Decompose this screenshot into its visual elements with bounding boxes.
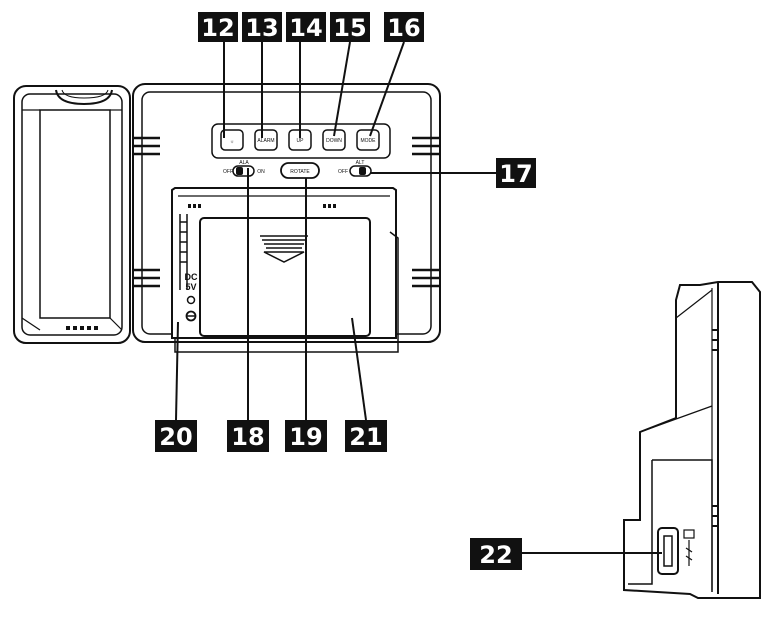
callout-18-text: 18: [231, 423, 264, 451]
alert-switch-off-label: OFF: [338, 169, 348, 175]
alarm-button-label: ALARM: [257, 138, 274, 144]
side-view: [623, 281, 761, 599]
alarm-switch-on-label: ON: [257, 169, 265, 175]
callout-12-text: 12: [201, 14, 234, 42]
callout-18: 18: [227, 420, 269, 452]
callout-14-text: 14: [289, 14, 322, 42]
dc-power-jack[interactable]: DC 5V: [185, 272, 198, 322]
callout-17: 17: [496, 158, 536, 188]
voltage-label: 5V: [185, 282, 196, 292]
callout-16: 16: [384, 12, 424, 42]
usb-port[interactable]: [657, 527, 679, 575]
callout-14: 14: [286, 12, 326, 42]
leader-line-16: [369, 41, 405, 137]
callout-22: 22: [470, 538, 522, 570]
callout-21-text: 21: [349, 423, 382, 451]
callout-21: 21: [345, 420, 387, 452]
callout-15-text: 15: [333, 14, 366, 42]
battery-cover[interactable]: [199, 217, 371, 337]
leader-line-21: [351, 317, 367, 421]
rotate-button[interactable]: ROTATE: [280, 162, 320, 179]
leader-line-15: [333, 41, 351, 137]
light-button[interactable]: ☼: [220, 129, 244, 151]
up-button-label: UP: [297, 138, 305, 144]
left-flap-vents: [66, 326, 98, 330]
callout-19: 19: [285, 420, 327, 452]
leader-line-20: [175, 321, 179, 421]
callout-16-text: 16: [387, 14, 420, 42]
alarm-slide-switch[interactable]: ALA OFF ON: [223, 160, 265, 177]
callout-22-text: 22: [479, 541, 512, 569]
stand-side-ladder: [179, 214, 188, 290]
mode-button-label: MODE: [361, 138, 377, 144]
callout-20: 20: [155, 420, 197, 452]
side-ribs: [133, 136, 440, 288]
alert-switch-top-label: ALT: [356, 160, 365, 166]
callout-15: 15: [330, 12, 370, 42]
left-flap: [13, 85, 131, 344]
callout-12: 12: [198, 12, 238, 42]
callout-13-text: 13: [245, 14, 278, 42]
stand-vents: [188, 204, 336, 208]
callout-20-text: 20: [159, 423, 192, 451]
alarm-button[interactable]: ALARM: [254, 129, 278, 151]
rotate-button-label: ROTATE: [290, 169, 310, 175]
usb-icon: [683, 529, 695, 566]
callout-19-text: 19: [289, 423, 322, 451]
alarm-switch-top-label: ALA: [239, 160, 249, 166]
light-button-label: ☼: [230, 139, 235, 145]
callout-13: 13: [242, 12, 282, 42]
callout-17-text: 17: [499, 160, 532, 188]
alarm-switch-off-label: OFF: [223, 169, 233, 175]
leader-lines: [175, 41, 662, 554]
alert-slide-switch[interactable]: ALT OFF: [338, 160, 372, 177]
down-button-label: DOWN: [326, 138, 342, 144]
mode-button[interactable]: MODE: [356, 129, 380, 151]
down-button[interactable]: DOWN: [322, 129, 346, 151]
dc-label: DC: [185, 272, 198, 282]
